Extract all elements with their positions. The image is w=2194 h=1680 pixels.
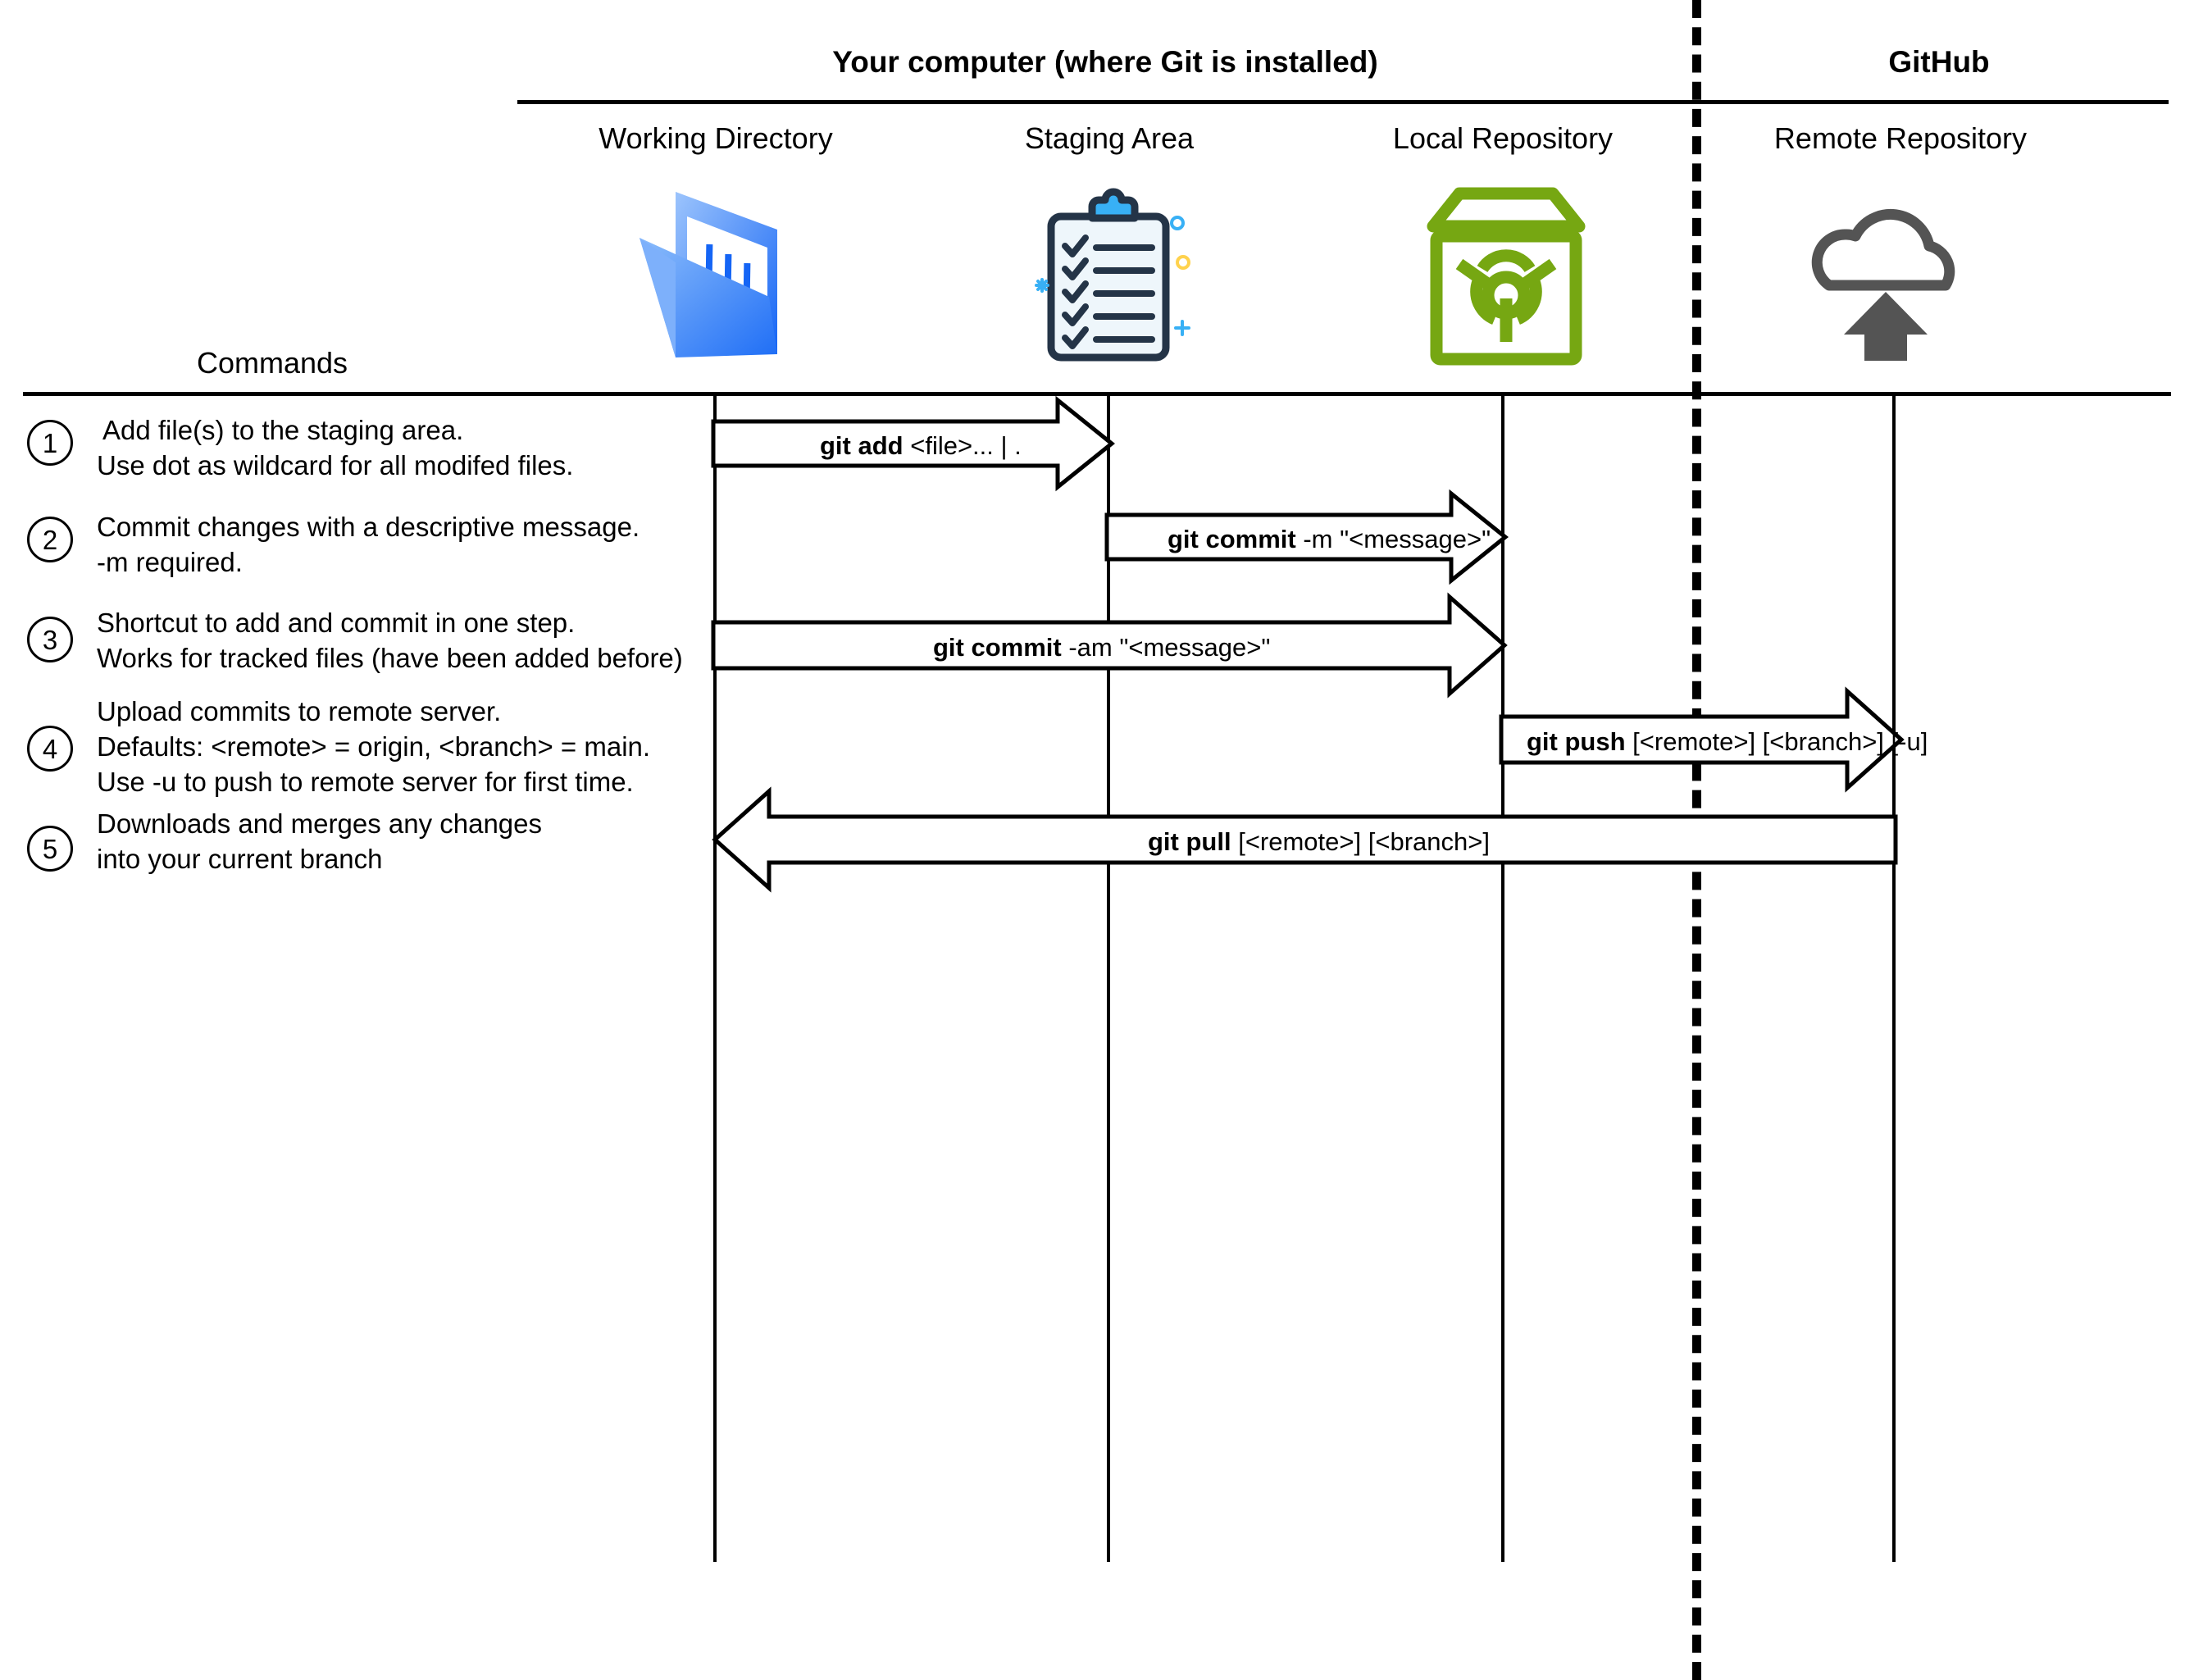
command-args-git-push: [<remote>] [<branch>] [-u] bbox=[1625, 727, 1928, 756]
command-name-git-commit-am: git commit bbox=[933, 633, 1062, 662]
step-text-4-line-1: Upload commits to remote server. bbox=[97, 696, 502, 726]
command-args-git-commit-m: -m "<message>" bbox=[1295, 525, 1491, 553]
cloud-upload-icon bbox=[1791, 182, 1980, 371]
lifeline-staging-area bbox=[1107, 392, 1110, 1562]
lifeline-local-repository bbox=[1501, 392, 1504, 1562]
command-args-git-add: <file>... | . bbox=[903, 431, 1022, 460]
column-title-local-repository: Local Repository bbox=[1392, 121, 1614, 155]
step-number-1: 1 bbox=[27, 420, 73, 466]
commands-label: Commands bbox=[197, 346, 348, 380]
step-text-5-line-2: into your current branch bbox=[97, 844, 383, 874]
lifeline-remote-repository bbox=[1892, 392, 1896, 1562]
arrow-label-git-commit-m: git commit -m "<message>" bbox=[1168, 526, 1491, 552]
arrow-git-commit-am bbox=[711, 592, 1508, 699]
arrow-label-git-commit-am: git commit -am "<message>" bbox=[933, 635, 1270, 660]
column-title-remote-repository: Remote Repository bbox=[1773, 121, 2028, 155]
arrow-label-git-pull: git pull [<remote>] [<branch>] bbox=[1148, 829, 1490, 854]
arrow-label-git-add: git add <file>... | . bbox=[820, 433, 1022, 458]
header-rule bbox=[517, 100, 2169, 104]
step-text-3-line-1: Shortcut to add and commit in one step. bbox=[97, 608, 576, 638]
step-text-4-line-3: Use -u to push to remote server for firs… bbox=[97, 767, 634, 797]
column-title-staging-area: Staging Area bbox=[1024, 121, 1195, 155]
step-number-4: 4 bbox=[27, 726, 73, 772]
step-number-2: 2 bbox=[27, 517, 73, 562]
command-args-git-pull: [<remote>] [<branch>] bbox=[1231, 827, 1490, 856]
diagram-separator-rule bbox=[23, 392, 2171, 396]
arrow-git-pull bbox=[712, 786, 1898, 893]
command-name-git-commit-m: git commit bbox=[1168, 525, 1296, 553]
zone-title-your-computer: Your computer (where Git is installed) bbox=[832, 45, 1378, 79]
command-name-git-add: git add bbox=[820, 431, 904, 460]
arrow-git-push bbox=[1499, 686, 1905, 793]
step-text-1-line-1: Add file(s) to the staging area. bbox=[102, 415, 464, 445]
arrow-label-git-push: git push [<remote>] [<branch>] [-u] bbox=[1527, 729, 1928, 754]
zone-title-github: GitHub bbox=[1888, 45, 1990, 79]
command-name-git-push: git push bbox=[1527, 727, 1626, 756]
step-number-5: 5 bbox=[27, 826, 73, 872]
step-text-3-line-2: Works for tracked files (have been added… bbox=[97, 643, 683, 673]
step-text-2-line-1: Commit changes with a descriptive messag… bbox=[97, 512, 640, 542]
green-box-repo-icon bbox=[1412, 182, 1600, 371]
command-args-git-commit-am: -am "<message>" bbox=[1061, 633, 1271, 662]
arrow-git-add bbox=[711, 395, 1115, 492]
lifeline-working-directory bbox=[713, 392, 717, 1562]
command-name-git-pull: git pull bbox=[1148, 827, 1231, 856]
step-text-1-line-2: Use dot as wildcard for all modifed file… bbox=[97, 450, 574, 480]
step-text-2-line-2: -m required. bbox=[97, 547, 243, 577]
step-text-5-line-1: Downloads and merges any changes bbox=[97, 808, 543, 839]
step-text-4-line-2: Defaults: <remote> = origin, <branch> = … bbox=[97, 731, 651, 762]
clipboard-checklist-icon bbox=[1020, 182, 1209, 371]
column-title-working-directory: Working Directory bbox=[599, 121, 833, 155]
folder-icon bbox=[625, 182, 813, 371]
step-number-3: 3 bbox=[27, 617, 73, 662]
arrow-git-commit-m bbox=[1104, 489, 1509, 585]
